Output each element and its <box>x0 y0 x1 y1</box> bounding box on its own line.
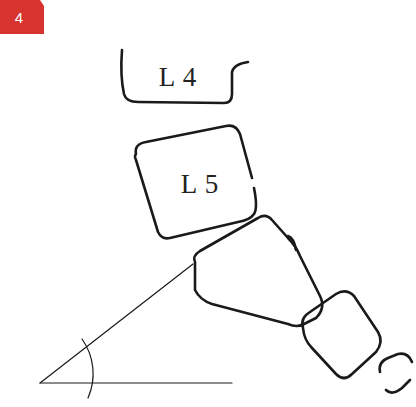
sacral-segment <box>302 291 380 378</box>
sacral-segment <box>194 216 322 326</box>
figure-number: 4 <box>15 9 23 26</box>
sacral-segment <box>386 380 410 393</box>
angle-arc <box>82 339 93 398</box>
vertebra-label: L 5 <box>181 169 220 200</box>
angle-line <box>40 382 232 383</box>
vertebra-outline: L 4 <box>116 46 252 108</box>
vertebra-outline: L 5 <box>126 118 266 246</box>
angle-line <box>40 264 193 383</box>
vertebra-label: L 4 <box>159 62 198 93</box>
figure-number-badge: 4 <box>0 0 44 34</box>
sacral-edge <box>288 236 296 250</box>
sacral-segment <box>380 354 412 372</box>
